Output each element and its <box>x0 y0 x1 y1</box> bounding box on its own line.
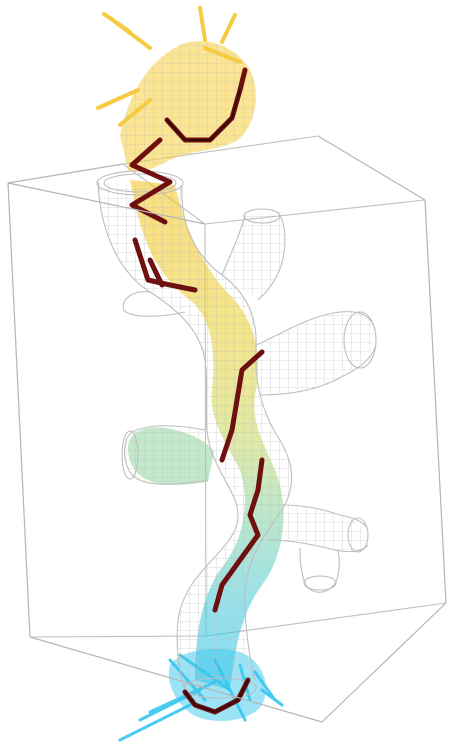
lower-branch-mesh <box>268 505 368 552</box>
right-branch-mesh <box>256 312 375 395</box>
left-branch-mesh <box>125 426 209 485</box>
